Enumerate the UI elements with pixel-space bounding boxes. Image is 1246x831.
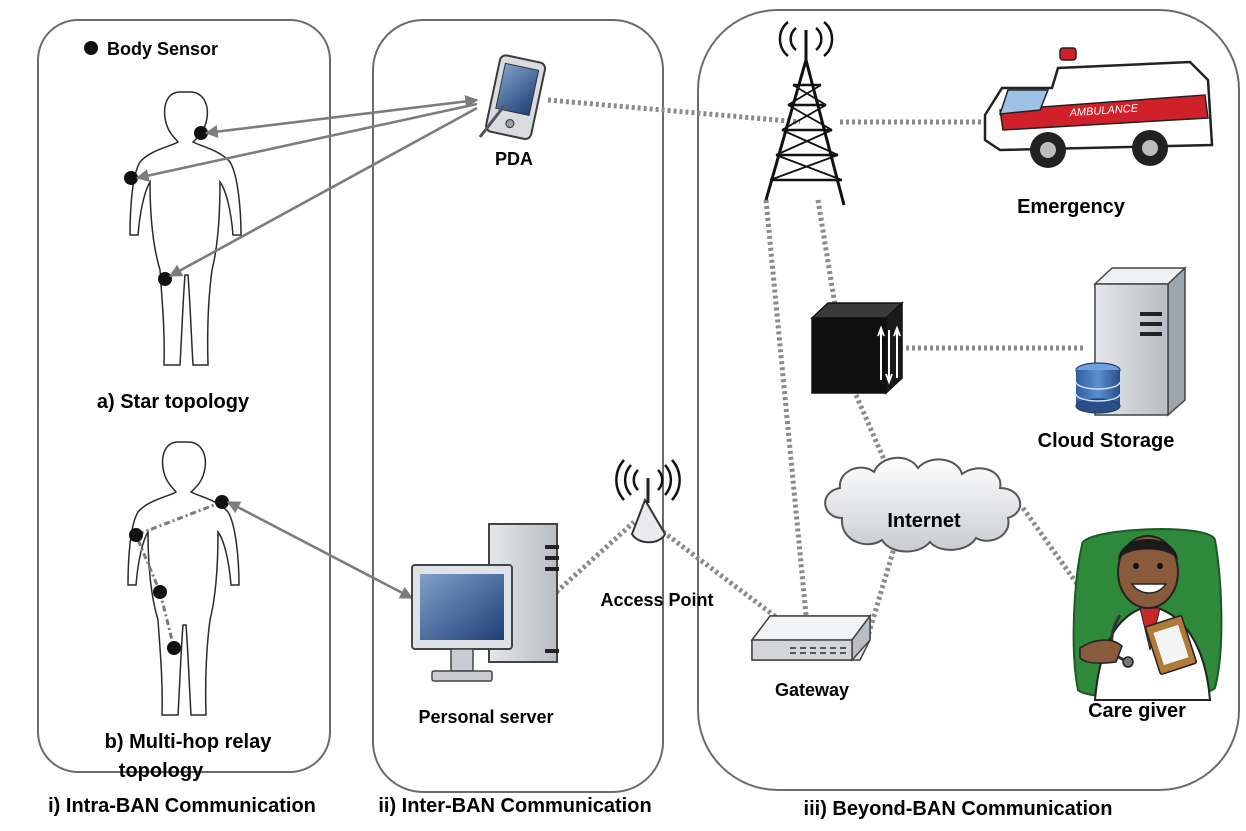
- pda-icon: [485, 54, 547, 140]
- sensor-relay-hub: [215, 495, 229, 509]
- emergency-label: Emergency: [1017, 196, 1126, 218]
- body-figure-multihop: [127, 441, 240, 716]
- link-tower-gateway: [763, 199, 809, 616]
- cloud-storage-label: Cloud Storage: [1038, 430, 1175, 452]
- arrow-pda-arm: [135, 102, 478, 182]
- beyond-ban-panel: [697, 9, 1240, 791]
- sensor-arm: [124, 171, 138, 185]
- sensor-relay-knee: [167, 641, 181, 655]
- human-silhouette: [127, 441, 240, 716]
- cell-tower-icon: [764, 21, 846, 206]
- personal-server-label: Personal server: [418, 707, 553, 727]
- arrows: [135, 94, 479, 600]
- caption-beyond-ban: iii) Beyond-BAN Communication: [804, 798, 1113, 820]
- star-topology-label: a) Star topology: [97, 391, 250, 413]
- link-tower-router: [815, 199, 838, 306]
- network-links: [547, 97, 1088, 637]
- arrow-pda-shoulder: [204, 94, 479, 139]
- internet-cloud-icon: [824, 456, 1022, 553]
- human-silhouette: [129, 91, 242, 366]
- care-giver-label: Care giver: [1088, 700, 1186, 722]
- internet-label: Internet: [887, 510, 961, 532]
- router-icon: [810, 301, 904, 395]
- link-server-ap: [550, 520, 636, 598]
- sensor-legend-dot: [84, 41, 98, 55]
- sensor-leg: [158, 272, 172, 286]
- personal-server-icon: [411, 523, 559, 682]
- access-point-label: Access Point: [600, 590, 713, 610]
- caption-inter-ban: ii) Inter-BAN Communication: [378, 795, 651, 817]
- gateway-label: Gateway: [775, 680, 849, 700]
- inter-ban-panel: [372, 19, 664, 793]
- body-figure-star: [129, 91, 242, 366]
- ambulance-icon: AMBULANCE: [983, 47, 1214, 168]
- stylus: [478, 105, 506, 138]
- ambulance-lettering: AMBULANCE: [1068, 103, 1139, 120]
- care-giver-icon: [1072, 528, 1223, 701]
- arrow-relay-server: [226, 500, 414, 600]
- link-internet-gateway: [865, 544, 898, 637]
- link-ap-gateway: [656, 526, 782, 622]
- multihop-label-line2: topology: [119, 760, 204, 782]
- sensor-relay-arm: [129, 528, 143, 542]
- intra-ban-panel: [37, 19, 331, 773]
- sensor-relay-thigh: [153, 585, 167, 599]
- relay-path: [134, 500, 223, 649]
- pda-label: PDA: [495, 149, 533, 169]
- gateway-icon: [750, 613, 872, 662]
- link-pda-tower: [547, 97, 801, 125]
- cloud-storage-icon: [1075, 266, 1187, 417]
- sensor-shoulder: [194, 126, 208, 140]
- caption-intra-ban: i) Intra-BAN Communication: [48, 795, 316, 817]
- multihop-label-line1: b) Multi-hop relay: [105, 731, 273, 753]
- legend: Body Sensor: [84, 39, 218, 59]
- legend-body-sensor: Body Sensor: [107, 39, 218, 59]
- arrow-pda-leg: [168, 106, 478, 278]
- access-point-icon: [615, 459, 681, 544]
